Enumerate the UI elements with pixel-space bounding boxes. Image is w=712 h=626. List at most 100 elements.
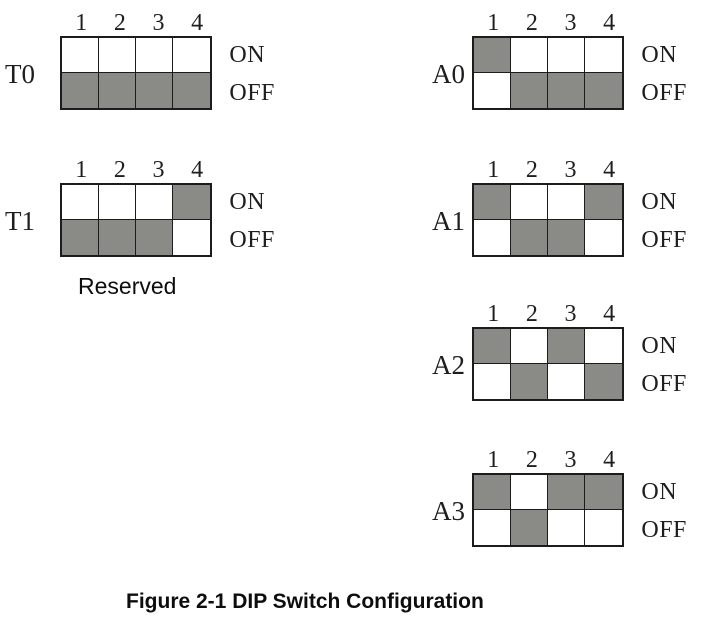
switch-cell: [548, 185, 585, 220]
switch-cell: [474, 475, 511, 510]
column-numbers: 1 2 3 4: [472, 447, 628, 473]
switch-cell: [62, 38, 99, 73]
column-numbers: 1 2 3 4: [60, 10, 216, 36]
dip-switch-block-a0: A0 1 2 3 4 ON OFF: [432, 10, 687, 113]
switch-cell: [173, 220, 210, 255]
switch-cell: [585, 510, 622, 545]
switch-cell: [173, 73, 210, 108]
switch-cell: [474, 38, 511, 73]
switch-name-label: A3: [432, 496, 465, 526]
column-number: 3: [152, 157, 165, 183]
switch-grid-column: 1 2 3 4: [60, 157, 216, 257]
column-number: 2: [113, 157, 126, 183]
column-number: 3: [564, 10, 577, 36]
onoff-labels: ON OFF: [229, 36, 275, 113]
switch-grid: [472, 473, 624, 547]
off-label: OFF: [641, 517, 687, 544]
column-numbers: 1 2 3 4: [60, 157, 216, 183]
column-number: 4: [191, 157, 204, 183]
switch-cell: [511, 510, 548, 545]
onoff-labels: ON OFF: [641, 183, 687, 260]
switch-cell: [99, 73, 136, 108]
column-number: 4: [191, 10, 204, 36]
dip-switch-block-a3: A3 1 2 3 4 ON OFF: [432, 447, 687, 550]
switch-name-label: A1: [432, 206, 465, 236]
switch-cell: [136, 38, 173, 73]
switch-cell: [548, 38, 585, 73]
column-number: 1: [487, 157, 500, 183]
switch-grid-column: 1 2 3 4: [472, 301, 628, 401]
on-label: ON: [229, 188, 266, 215]
column-number: 3: [152, 10, 165, 36]
onoff-labels: ON OFF: [641, 473, 687, 550]
switch-cell: [511, 73, 548, 108]
column-number: 2: [525, 10, 538, 36]
reserved-note: Reserved: [78, 273, 177, 299]
switch-cell: [99, 38, 136, 73]
column-number: 1: [487, 447, 500, 473]
column-number: 3: [564, 157, 577, 183]
switch-cell: [136, 73, 173, 108]
figure-caption: Figure 2-1 DIP Switch Configuration: [126, 590, 484, 613]
column-number: 1: [75, 157, 88, 183]
dip-switch-block-a1: A1 1 2 3 4 ON OFF: [432, 157, 687, 260]
switch-grid: [472, 36, 624, 110]
switch-cell: [548, 73, 585, 108]
switch-cell: [474, 73, 511, 108]
switch-cell: [511, 220, 548, 255]
column-number: 4: [603, 447, 616, 473]
switch-cell: [474, 329, 511, 364]
switch-name-label: A0: [432, 59, 465, 89]
switch-cell: [99, 220, 136, 255]
column-number: 2: [525, 301, 538, 327]
switch-cell: [474, 510, 511, 545]
column-numbers: 1 2 3 4: [472, 10, 628, 36]
switch-grid-column: 1 2 3 4: [472, 157, 628, 257]
switch-cell: [62, 220, 99, 255]
dip-switch-block-a2: A2 1 2 3 4 ON OFF: [432, 301, 687, 404]
switch-name-label: A2: [432, 350, 465, 380]
switch-cell: [511, 329, 548, 364]
switch-cell: [585, 73, 622, 108]
dip-switch-block-t0: T0 1 2 3 4 ON OFF: [5, 10, 275, 113]
onoff-labels: ON OFF: [229, 183, 275, 260]
switch-cell: [173, 185, 210, 220]
switch-cell: [136, 220, 173, 255]
switch-cell: [548, 510, 585, 545]
column-number: 2: [525, 157, 538, 183]
switch-cell: [585, 329, 622, 364]
on-label: ON: [641, 188, 678, 215]
switch-cell: [511, 364, 548, 399]
switch-cell: [62, 73, 99, 108]
column-number: 1: [75, 10, 88, 36]
switch-cell: [585, 38, 622, 73]
off-label: OFF: [641, 227, 687, 254]
switch-cell: [99, 185, 136, 220]
switch-cell: [474, 364, 511, 399]
switch-cell: [585, 185, 622, 220]
switch-cell: [173, 38, 210, 73]
on-label: ON: [229, 41, 266, 68]
column-number: 4: [603, 301, 616, 327]
switch-cell: [585, 475, 622, 510]
column-number: 4: [603, 157, 616, 183]
on-label: ON: [641, 332, 678, 359]
switch-cell: [474, 185, 511, 220]
column-number: 1: [487, 10, 500, 36]
column-number: 3: [564, 447, 577, 473]
onoff-labels: ON OFF: [641, 36, 687, 113]
switch-cell: [548, 329, 585, 364]
column-number: 2: [525, 447, 538, 473]
switch-cell: [548, 475, 585, 510]
switch-cell: [62, 185, 99, 220]
switch-grid-column: 1 2 3 4: [60, 10, 216, 110]
column-number: 2: [113, 10, 126, 36]
switch-cell: [136, 185, 173, 220]
off-label: OFF: [229, 227, 275, 254]
column-number: 3: [564, 301, 577, 327]
on-label: ON: [641, 478, 678, 505]
switch-cell: [474, 220, 511, 255]
switch-grid: [472, 327, 624, 401]
switch-cell: [548, 220, 585, 255]
